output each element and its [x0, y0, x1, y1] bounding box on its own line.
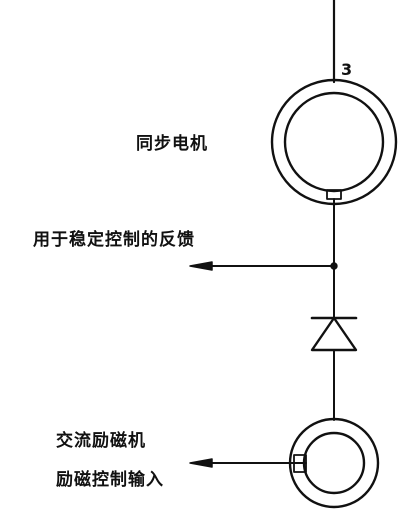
exciter-label: 交流励磁机 — [56, 431, 146, 451]
exciter-inner-ring — [302, 431, 366, 495]
excitation-control-label: 励磁控制输入 — [56, 470, 164, 490]
diode-triangle — [310, 316, 358, 352]
phase-number: 3 — [341, 60, 353, 79]
feedback-label: 用于稳定控制的反馈 — [33, 230, 195, 250]
synchronous-motor-label: 同步电机 — [136, 134, 208, 154]
synchronous-motor-inner-ring — [283, 91, 385, 193]
synchronous-motor-outer-ring — [270, 78, 398, 206]
feedback-arrow-icon — [189, 261, 213, 271]
control-input-arrow-icon — [189, 458, 213, 468]
